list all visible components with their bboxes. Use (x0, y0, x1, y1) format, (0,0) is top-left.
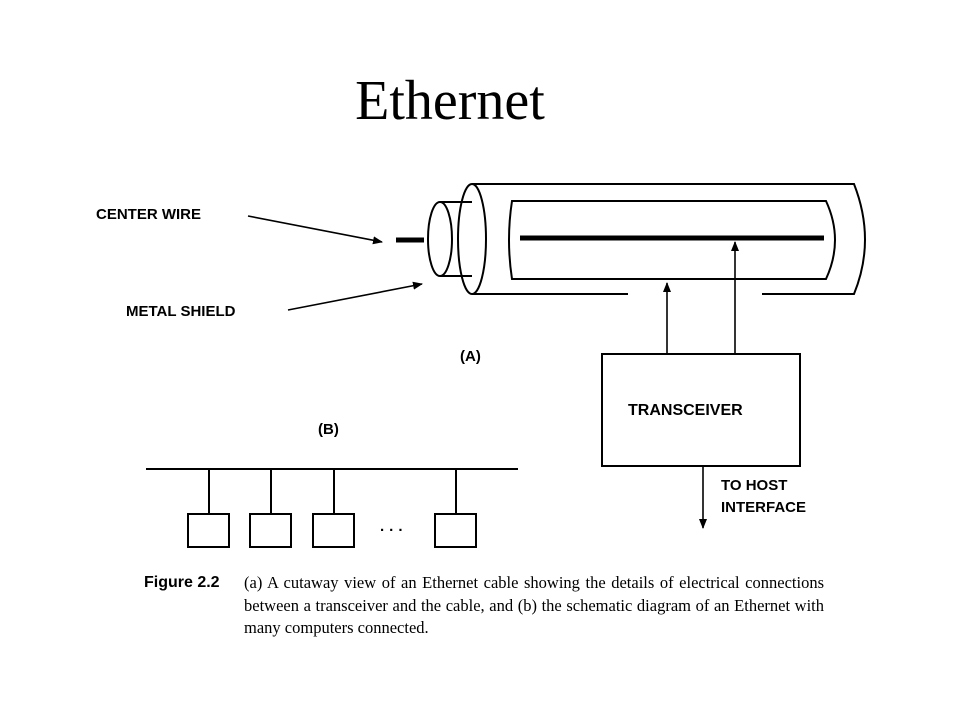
slide-title: Ethernet (355, 70, 545, 132)
computer-node-4 (434, 513, 477, 548)
to-host-label: TO HOST (721, 477, 787, 494)
coax-cable (427, 183, 866, 295)
caption-text: (a) A cutaway view of an Ethernet cable … (244, 573, 824, 637)
cutaway-window (508, 200, 836, 280)
metal-shield-label: METAL SHIELD (126, 303, 236, 320)
computer-node-1 (187, 513, 230, 548)
more-nodes-ellipsis: · · · (380, 522, 403, 539)
metal-shield-arrow (287, 281, 423, 311)
part-a-label: (A) (460, 348, 481, 365)
transceiver-box (601, 353, 801, 467)
center-wire-label: CENTER WIRE (96, 206, 201, 223)
figure-caption: Figure 2.2 (a) A cutaway view of an Ethe… (144, 572, 824, 640)
figure-number: Figure 2.2 (144, 574, 220, 591)
computer-node-2 (249, 513, 292, 548)
outer-jacket (472, 183, 866, 295)
center-wire-arrow (247, 215, 383, 245)
shield-end (427, 201, 453, 277)
to-host-interface-label: INTERFACE (721, 499, 806, 516)
cable-end-outer (457, 183, 487, 295)
computer-node-3 (312, 513, 355, 548)
ethernet-bus-schematic (146, 468, 518, 548)
part-b-label: (B) (318, 421, 339, 438)
transceiver-label: TRANSCEIVER (628, 402, 743, 419)
